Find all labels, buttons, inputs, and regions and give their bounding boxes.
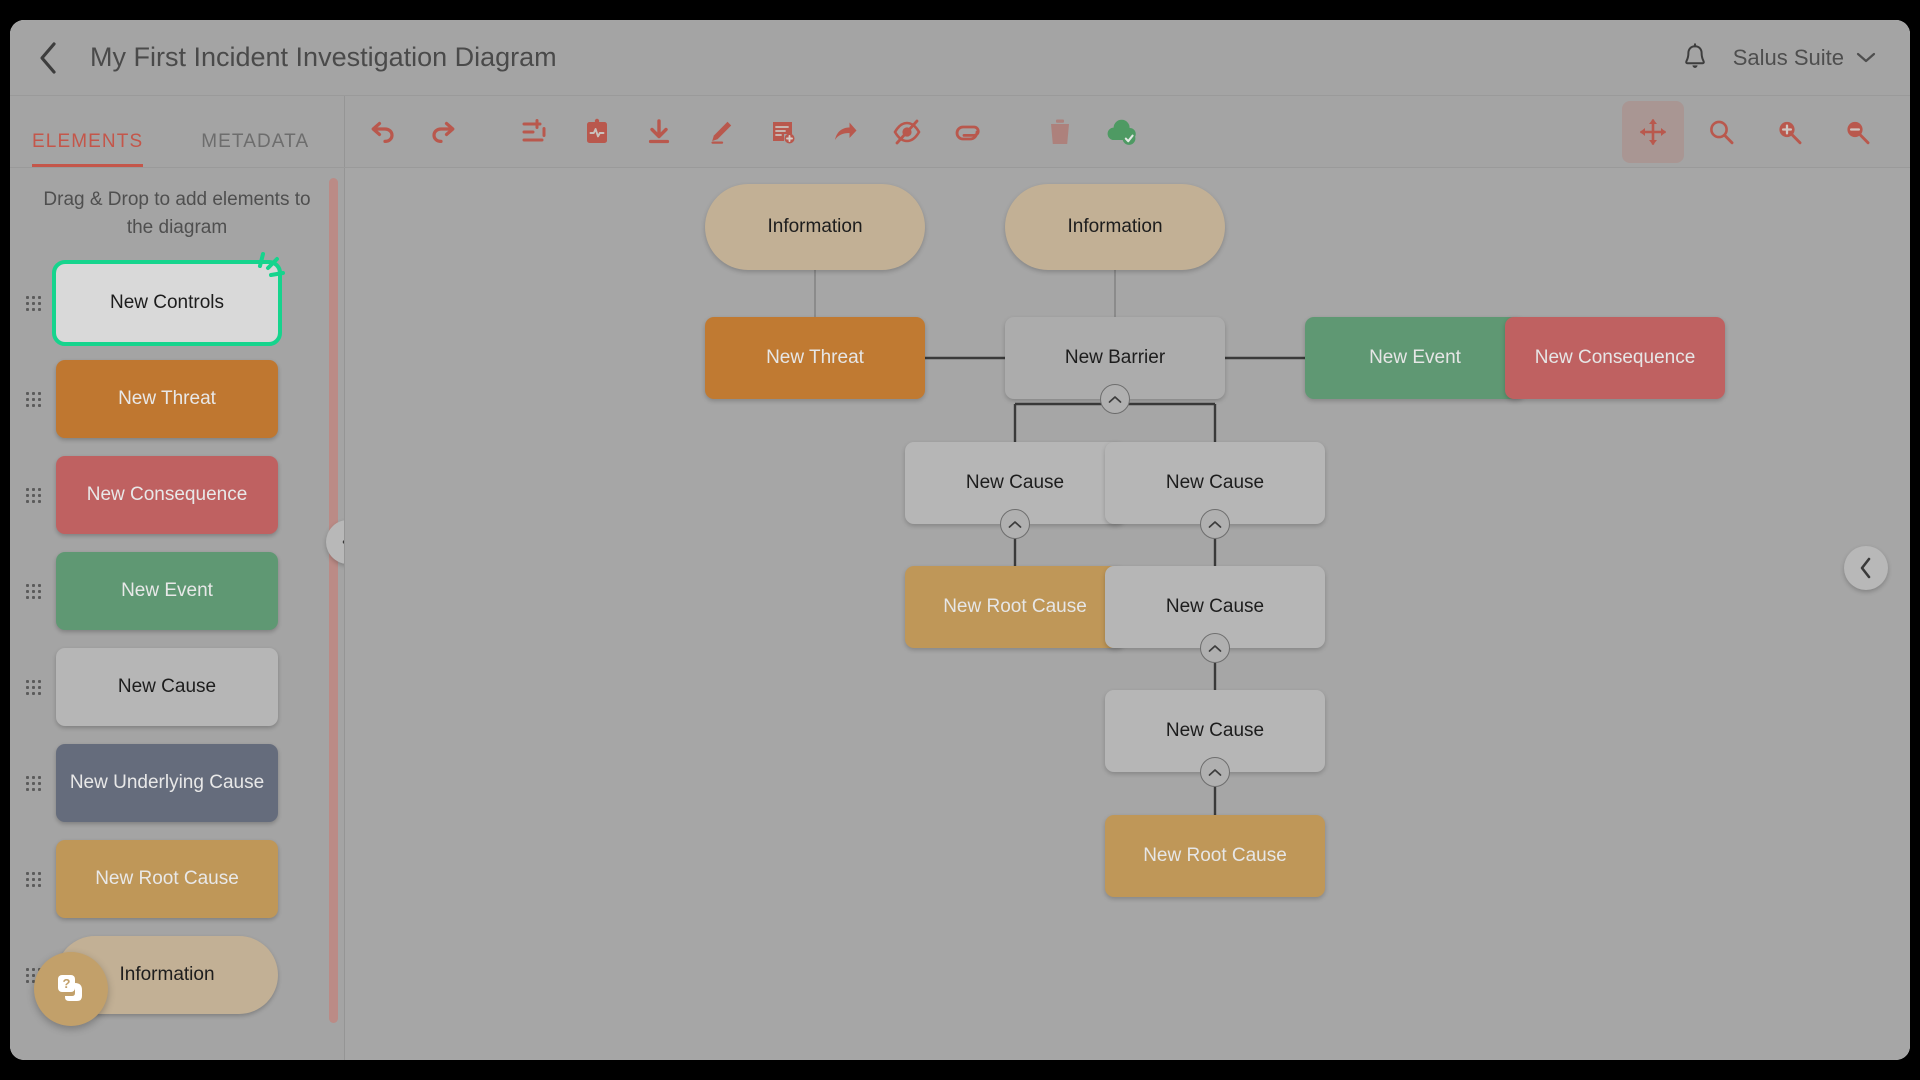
palette-row: New Root Cause — [10, 831, 344, 927]
diagram-node-info2[interactable]: Information — [1005, 184, 1225, 270]
diagram-node-conseq[interactable]: New Consequence — [1505, 317, 1725, 399]
settings-sliders-icon — [522, 118, 546, 141]
palette-row: New Event — [10, 543, 344, 639]
chevron-up-icon — [1208, 644, 1222, 652]
palette-row: New Threat — [10, 351, 344, 447]
drag-handle-icon[interactable] — [10, 775, 56, 791]
diagram-node-threat[interactable]: New Threat — [705, 317, 925, 399]
save-status-button[interactable] — [1091, 101, 1153, 163]
panel-tabs: ELEMENTS METADATA — [10, 96, 345, 167]
zoom-out-icon — [1847, 121, 1870, 144]
redo-button[interactable] — [413, 101, 475, 163]
redo-icon — [432, 121, 455, 143]
chevron-up-icon — [1208, 768, 1222, 776]
share-button[interactable] — [814, 101, 876, 163]
pencil-icon — [711, 121, 732, 144]
attachment-button[interactable] — [938, 101, 1000, 163]
download-icon — [648, 118, 670, 143]
drag-handle-icon[interactable] — [10, 583, 56, 599]
collapse-chevron-causeD[interactable] — [1200, 757, 1230, 787]
diagram-node-info1[interactable]: Information — [705, 184, 925, 270]
drag-drop-hint: Drag & Drop to add elements to the diagr… — [43, 189, 311, 238]
palette-item-new-event[interactable]: New Event — [56, 552, 278, 631]
collapse-chevron-causeC[interactable] — [1200, 633, 1230, 663]
hide-toggle-button[interactable] — [876, 101, 938, 163]
chevron-down-icon — [1856, 52, 1876, 63]
zoom-in-icon — [1779, 121, 1802, 144]
settings-sliders-button[interactable] — [504, 101, 566, 163]
palette-item-new-controls[interactable]: New Controls — [52, 260, 282, 347]
palette-row: New Consequence — [10, 447, 344, 543]
view-toolbar — [1622, 96, 1910, 167]
bell-icon — [1684, 42, 1705, 68]
chevron-left-icon — [40, 41, 56, 74]
sidebar-scrollbar-thumb[interactable] — [329, 178, 338, 1023]
palette-row: New Cause — [10, 639, 344, 735]
diagram-node-event[interactable]: New Event — [1305, 317, 1525, 399]
zoom-in-button[interactable] — [1758, 101, 1820, 163]
drag-handle-icon[interactable] — [10, 391, 56, 407]
clipboard-pulse-icon — [587, 118, 607, 143]
pan-tool-button[interactable] — [1622, 100, 1684, 163]
back-button[interactable] — [20, 30, 76, 86]
palette-item-new-root-cause[interactable]: New Root Cause — [56, 840, 278, 919]
svg-text:?: ? — [63, 976, 71, 991]
palette-item-new-cause[interactable]: New Cause — [56, 648, 278, 727]
app-header: My First Incident Investigation Diagram … — [10, 20, 1910, 96]
paperclip-icon — [955, 125, 980, 140]
tab-elements[interactable]: ELEMENTS — [32, 131, 144, 167]
search-icon — [1710, 120, 1734, 144]
eye-off-icon — [893, 119, 921, 144]
help-button[interactable]: ? — [34, 952, 108, 1026]
collapse-chevron-causeA[interactable] — [1000, 509, 1030, 539]
cloud-check-icon — [1107, 119, 1136, 145]
collapse-chevron-causeB[interactable] — [1200, 509, 1230, 539]
pan-move-icon — [1640, 118, 1666, 145]
delete-button[interactable] — [1029, 101, 1091, 163]
share-arrow-icon — [835, 122, 857, 140]
chevron-up-icon — [1008, 520, 1022, 528]
collapse-chevron-barrier[interactable] — [1100, 384, 1130, 414]
drag-handle-icon[interactable] — [10, 487, 56, 503]
account-menu[interactable]: Salus Suite — [1733, 45, 1876, 71]
diagram-node-rootA[interactable]: New Root Cause — [905, 566, 1125, 648]
undo-icon — [371, 121, 394, 143]
palette-item-new-underlying-cause[interactable]: New Underlying Cause — [56, 744, 278, 823]
right-panel-collapse-button[interactable] — [1844, 546, 1888, 590]
tab-metadata[interactable]: METADATA — [201, 131, 310, 152]
palette-row: New Controls — [10, 252, 344, 351]
analysis-clipboard-button[interactable] — [566, 101, 628, 163]
download-button[interactable] — [628, 101, 690, 163]
undo-button[interactable] — [351, 101, 413, 163]
drag-handle-icon[interactable] — [10, 679, 56, 695]
chevron-up-icon — [1208, 520, 1222, 528]
palette-item-new-consequence[interactable]: New Consequence — [56, 456, 278, 535]
note-add-icon — [773, 121, 795, 143]
app-screen: My First Incident Investigation Diagram … — [10, 20, 1910, 1060]
drag-handle-icon[interactable] — [10, 295, 56, 311]
account-name: Salus Suite — [1732, 44, 1844, 70]
sidebar-collapse-button[interactable] — [326, 520, 344, 564]
palette-item-new-threat[interactable]: New Threat — [56, 360, 278, 439]
zoom-out-button[interactable] — [1826, 101, 1888, 163]
trash-icon — [1051, 119, 1069, 144]
page-title: My First Incident Investigation Diagram — [90, 42, 557, 72]
edit-button[interactable] — [690, 101, 752, 163]
app-body: Drag & Drop to add elements to the diagr… — [10, 168, 1910, 1060]
diagram-toolbar — [345, 96, 1622, 167]
notifications-button[interactable] — [1675, 38, 1715, 78]
palette-row: New Underlying Cause — [10, 735, 344, 831]
diagram-node-rootB[interactable]: New Root Cause — [1105, 815, 1325, 897]
chevron-up-icon — [1108, 395, 1122, 403]
drag-handle-icon[interactable] — [10, 871, 56, 887]
chevron-left-icon — [1860, 557, 1871, 579]
toolbar-row: ELEMENTS METADATA — [10, 96, 1910, 168]
help-question-icon: ? — [58, 975, 82, 1001]
add-note-button[interactable] — [752, 101, 814, 163]
search-button[interactable] — [1690, 101, 1752, 163]
elements-sidebar: Drag & Drop to add elements to the diagr… — [10, 168, 345, 1060]
header-right-group: Salus Suite — [1675, 38, 1910, 78]
